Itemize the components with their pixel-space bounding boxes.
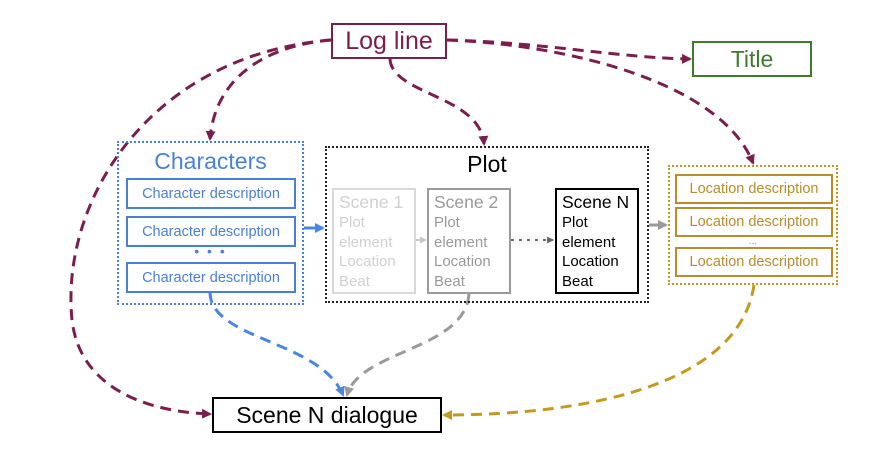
character-description-label: Character description <box>142 223 280 240</box>
logline-label: Log line <box>345 26 433 55</box>
title-node: Title <box>692 41 812 77</box>
location-description-node: Location description <box>675 207 833 237</box>
scene-name: Scene 2 <box>434 192 499 212</box>
character-description-label: Character description <box>142 185 280 202</box>
edge-characters-dialogue <box>208 291 345 397</box>
plot-title: Plot <box>467 151 507 177</box>
characters-group <box>117 141 304 305</box>
scene-n-node: Scene N Plot element Location Beat <box>555 188 639 294</box>
scene-line: Beat <box>434 272 465 290</box>
character-description-node: Character description <box>126 262 296 293</box>
characters-title: Characters <box>154 148 267 174</box>
character-description-label: Character description <box>142 269 280 286</box>
edge-logline-title <box>446 38 692 64</box>
scene-line: Location <box>434 253 491 270</box>
edge-logline-plot <box>388 58 489 146</box>
scene-line: Plot <box>339 214 365 231</box>
scene-n-dialogue-node: Scene N dialogue <box>212 397 442 433</box>
location-description-label: Location description <box>689 254 819 270</box>
locations-group <box>668 165 838 285</box>
characters-ellipsis: • • • <box>194 243 227 259</box>
edge-logline-characters <box>205 38 332 141</box>
scene-line: Plot <box>434 214 460 231</box>
edge-locations-dialogue <box>442 284 756 420</box>
title-label: Title <box>730 45 774 72</box>
scene-line: Location <box>562 253 619 270</box>
scene-line: Beat <box>562 272 593 290</box>
character-description-node: Character description <box>126 216 296 247</box>
scene-line: element <box>562 233 616 251</box>
edge-logline-locations <box>446 38 755 165</box>
plot-group <box>325 146 649 303</box>
scene-name: Scene 1 <box>339 192 404 212</box>
character-description-node: Character description <box>126 178 296 209</box>
scene-1-node: Scene 1 Plot element Location Beat <box>332 188 416 294</box>
location-description-node: Location description <box>675 247 833 277</box>
scene-line: element <box>434 233 488 251</box>
scene-line: element <box>339 233 393 251</box>
scene-name: Scene N <box>562 192 630 212</box>
locations-ellipsis: ... <box>748 236 758 247</box>
location-description-node: Location description <box>675 174 833 204</box>
scene-line: Location <box>339 253 396 270</box>
scene-line: Plot <box>562 214 588 231</box>
scene-line: Beat <box>339 272 370 290</box>
edge-scene2-dialogue <box>344 293 471 397</box>
location-description-label: Location description <box>689 181 819 197</box>
location-description-label: Location description <box>689 214 819 230</box>
logline-node: Log line <box>331 23 447 59</box>
dialogue-label: Scene N dialogue <box>236 401 418 428</box>
edge-logline-dialogue <box>69 38 332 419</box>
scene-2-node: Scene 2 Plot element Location Beat <box>427 188 511 294</box>
